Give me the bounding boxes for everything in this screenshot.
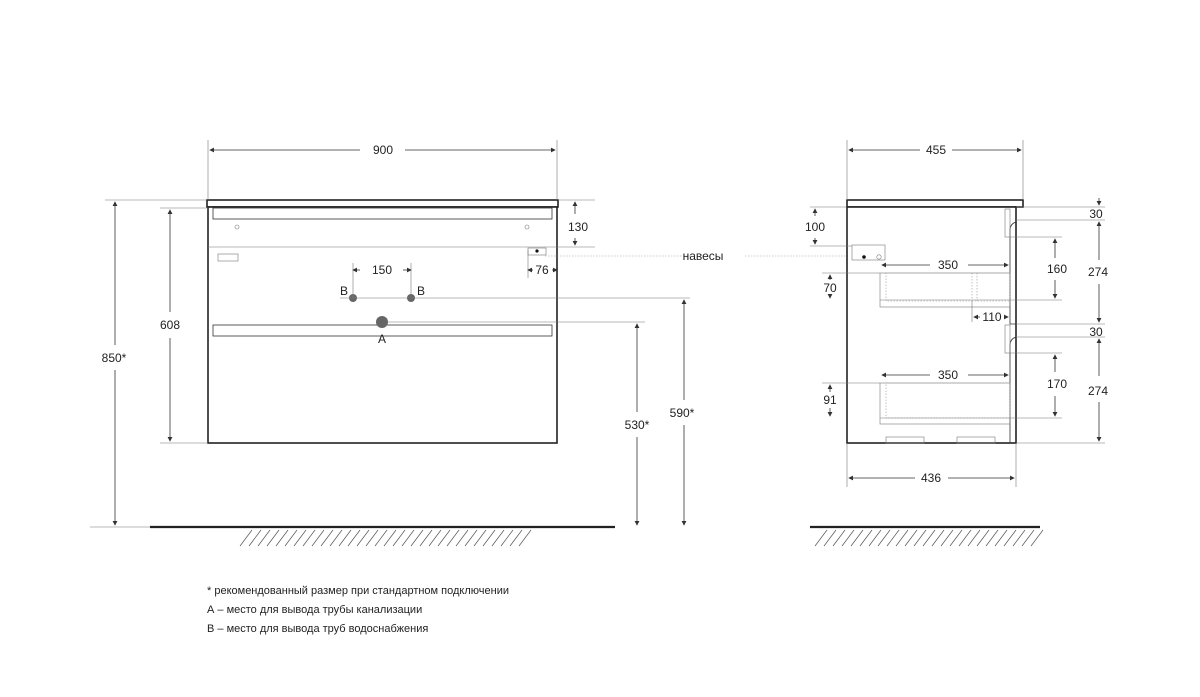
hanger-bracket-left (217, 253, 239, 262)
countertop-side (846, 199, 1024, 208)
floor-hatching-front (239, 529, 532, 547)
dim-hanger-top: 130 (568, 220, 588, 234)
dim-drawer-depth-2: 350 (938, 368, 958, 382)
dim-depth-top: 455 (926, 143, 946, 157)
hatch-line (491, 529, 505, 547)
dim-drawer-depth-1: 350 (938, 258, 958, 272)
hatch-line (338, 529, 352, 547)
top-handle-profile (212, 207, 553, 220)
hatch-line (868, 529, 882, 547)
hangers-label: навесы (683, 249, 724, 263)
hatch-line (329, 529, 343, 547)
hatch-line (284, 529, 298, 547)
label-a: A (378, 332, 386, 346)
dim-side-1: 70 (823, 281, 837, 295)
dim-body-height: 608 (160, 318, 180, 332)
label-b-left: B (340, 284, 348, 298)
hatch-line (940, 529, 954, 547)
hatch-line (814, 529, 828, 547)
hatch-line (437, 529, 451, 547)
hatch-line (320, 529, 334, 547)
dim-front-1: 274 (1088, 265, 1108, 279)
dim-width: 900 (373, 143, 393, 157)
drain-point-a (376, 316, 388, 328)
hatch-line (239, 529, 253, 547)
hatch-line (913, 529, 927, 547)
hatch-line (904, 529, 918, 547)
hatch-line (823, 529, 837, 547)
hatch-line (428, 529, 442, 547)
dim-drain-height: 530* (625, 418, 650, 432)
hatch-line (392, 529, 406, 547)
hatch-line (383, 529, 397, 547)
hatch-line (859, 529, 873, 547)
note-recommended: * рекомендованный размер при стандартном… (207, 585, 509, 597)
hatch-line (455, 529, 469, 547)
hatch-line (401, 529, 415, 547)
hatch-line (464, 529, 478, 547)
hatch-line (347, 529, 361, 547)
dim-hanger-side: 76 (535, 263, 549, 277)
hatch-line (985, 529, 999, 547)
hatch-line (248, 529, 262, 547)
side-view: 455 436 100 30 274 30 274 160 170 350 35… (805, 140, 1108, 547)
dim-supply-spacing: 150 (372, 263, 392, 277)
note-a: А – место для вывода трубы канализации (207, 604, 423, 616)
hatch-line (1021, 529, 1035, 547)
hatch-line (356, 529, 370, 547)
hatch-line (374, 529, 388, 547)
hatch-line (886, 529, 900, 547)
hatch-line (410, 529, 424, 547)
dim-total-height: 850* (102, 351, 127, 365)
label-b-right: B (417, 284, 425, 298)
hatch-line (1030, 529, 1044, 547)
hatch-line (293, 529, 307, 547)
hatch-line (500, 529, 514, 547)
hatch-line (311, 529, 325, 547)
front-view: 900 850* 608 130 76 150 B B A 530* 590* … (90, 140, 858, 547)
hatch-line (419, 529, 433, 547)
hatch-line (482, 529, 496, 547)
hatch-line (832, 529, 846, 547)
hatch-line (266, 529, 280, 547)
cabinet-side (846, 206, 1017, 444)
hatch-line (850, 529, 864, 547)
dim-gap-2: 30 (1089, 325, 1103, 339)
hatch-line (1003, 529, 1017, 547)
hatch-line (518, 529, 532, 547)
hatch-line (976, 529, 990, 547)
hatch-line (257, 529, 271, 547)
countertop (206, 199, 559, 208)
dim-gap-1: 30 (1089, 207, 1103, 221)
hatch-line (994, 529, 1008, 547)
note-b: В – место для вывода труб водоснабжения (207, 623, 429, 635)
dim-front-2: 274 (1088, 384, 1108, 398)
hanger-side (851, 244, 886, 261)
dim-inner-2: 170 (1047, 377, 1067, 391)
hatch-line (931, 529, 945, 547)
hatch-line (877, 529, 891, 547)
hatch-line (302, 529, 316, 547)
dim-side-2: 91 (823, 393, 837, 407)
hatch-line (922, 529, 936, 547)
dim-cutout: 110 (982, 310, 1001, 324)
hatch-line (967, 529, 981, 547)
hatch-line (473, 529, 487, 547)
hatch-line (841, 529, 855, 547)
hatch-line (949, 529, 963, 547)
dim-hanger-height: 100 (805, 220, 825, 234)
dim-supply-height: 590* (670, 406, 695, 420)
hatch-line (275, 529, 289, 547)
dim-depth-body: 436 (921, 471, 941, 485)
hatch-line (365, 529, 379, 547)
hatch-line (958, 529, 972, 547)
hatch-line (509, 529, 523, 547)
floor-hatching-side (814, 529, 1044, 547)
dim-inner-1: 160 (1047, 262, 1067, 276)
hatch-line (446, 529, 460, 547)
hatch-line (1012, 529, 1026, 547)
hatch-line (895, 529, 909, 547)
